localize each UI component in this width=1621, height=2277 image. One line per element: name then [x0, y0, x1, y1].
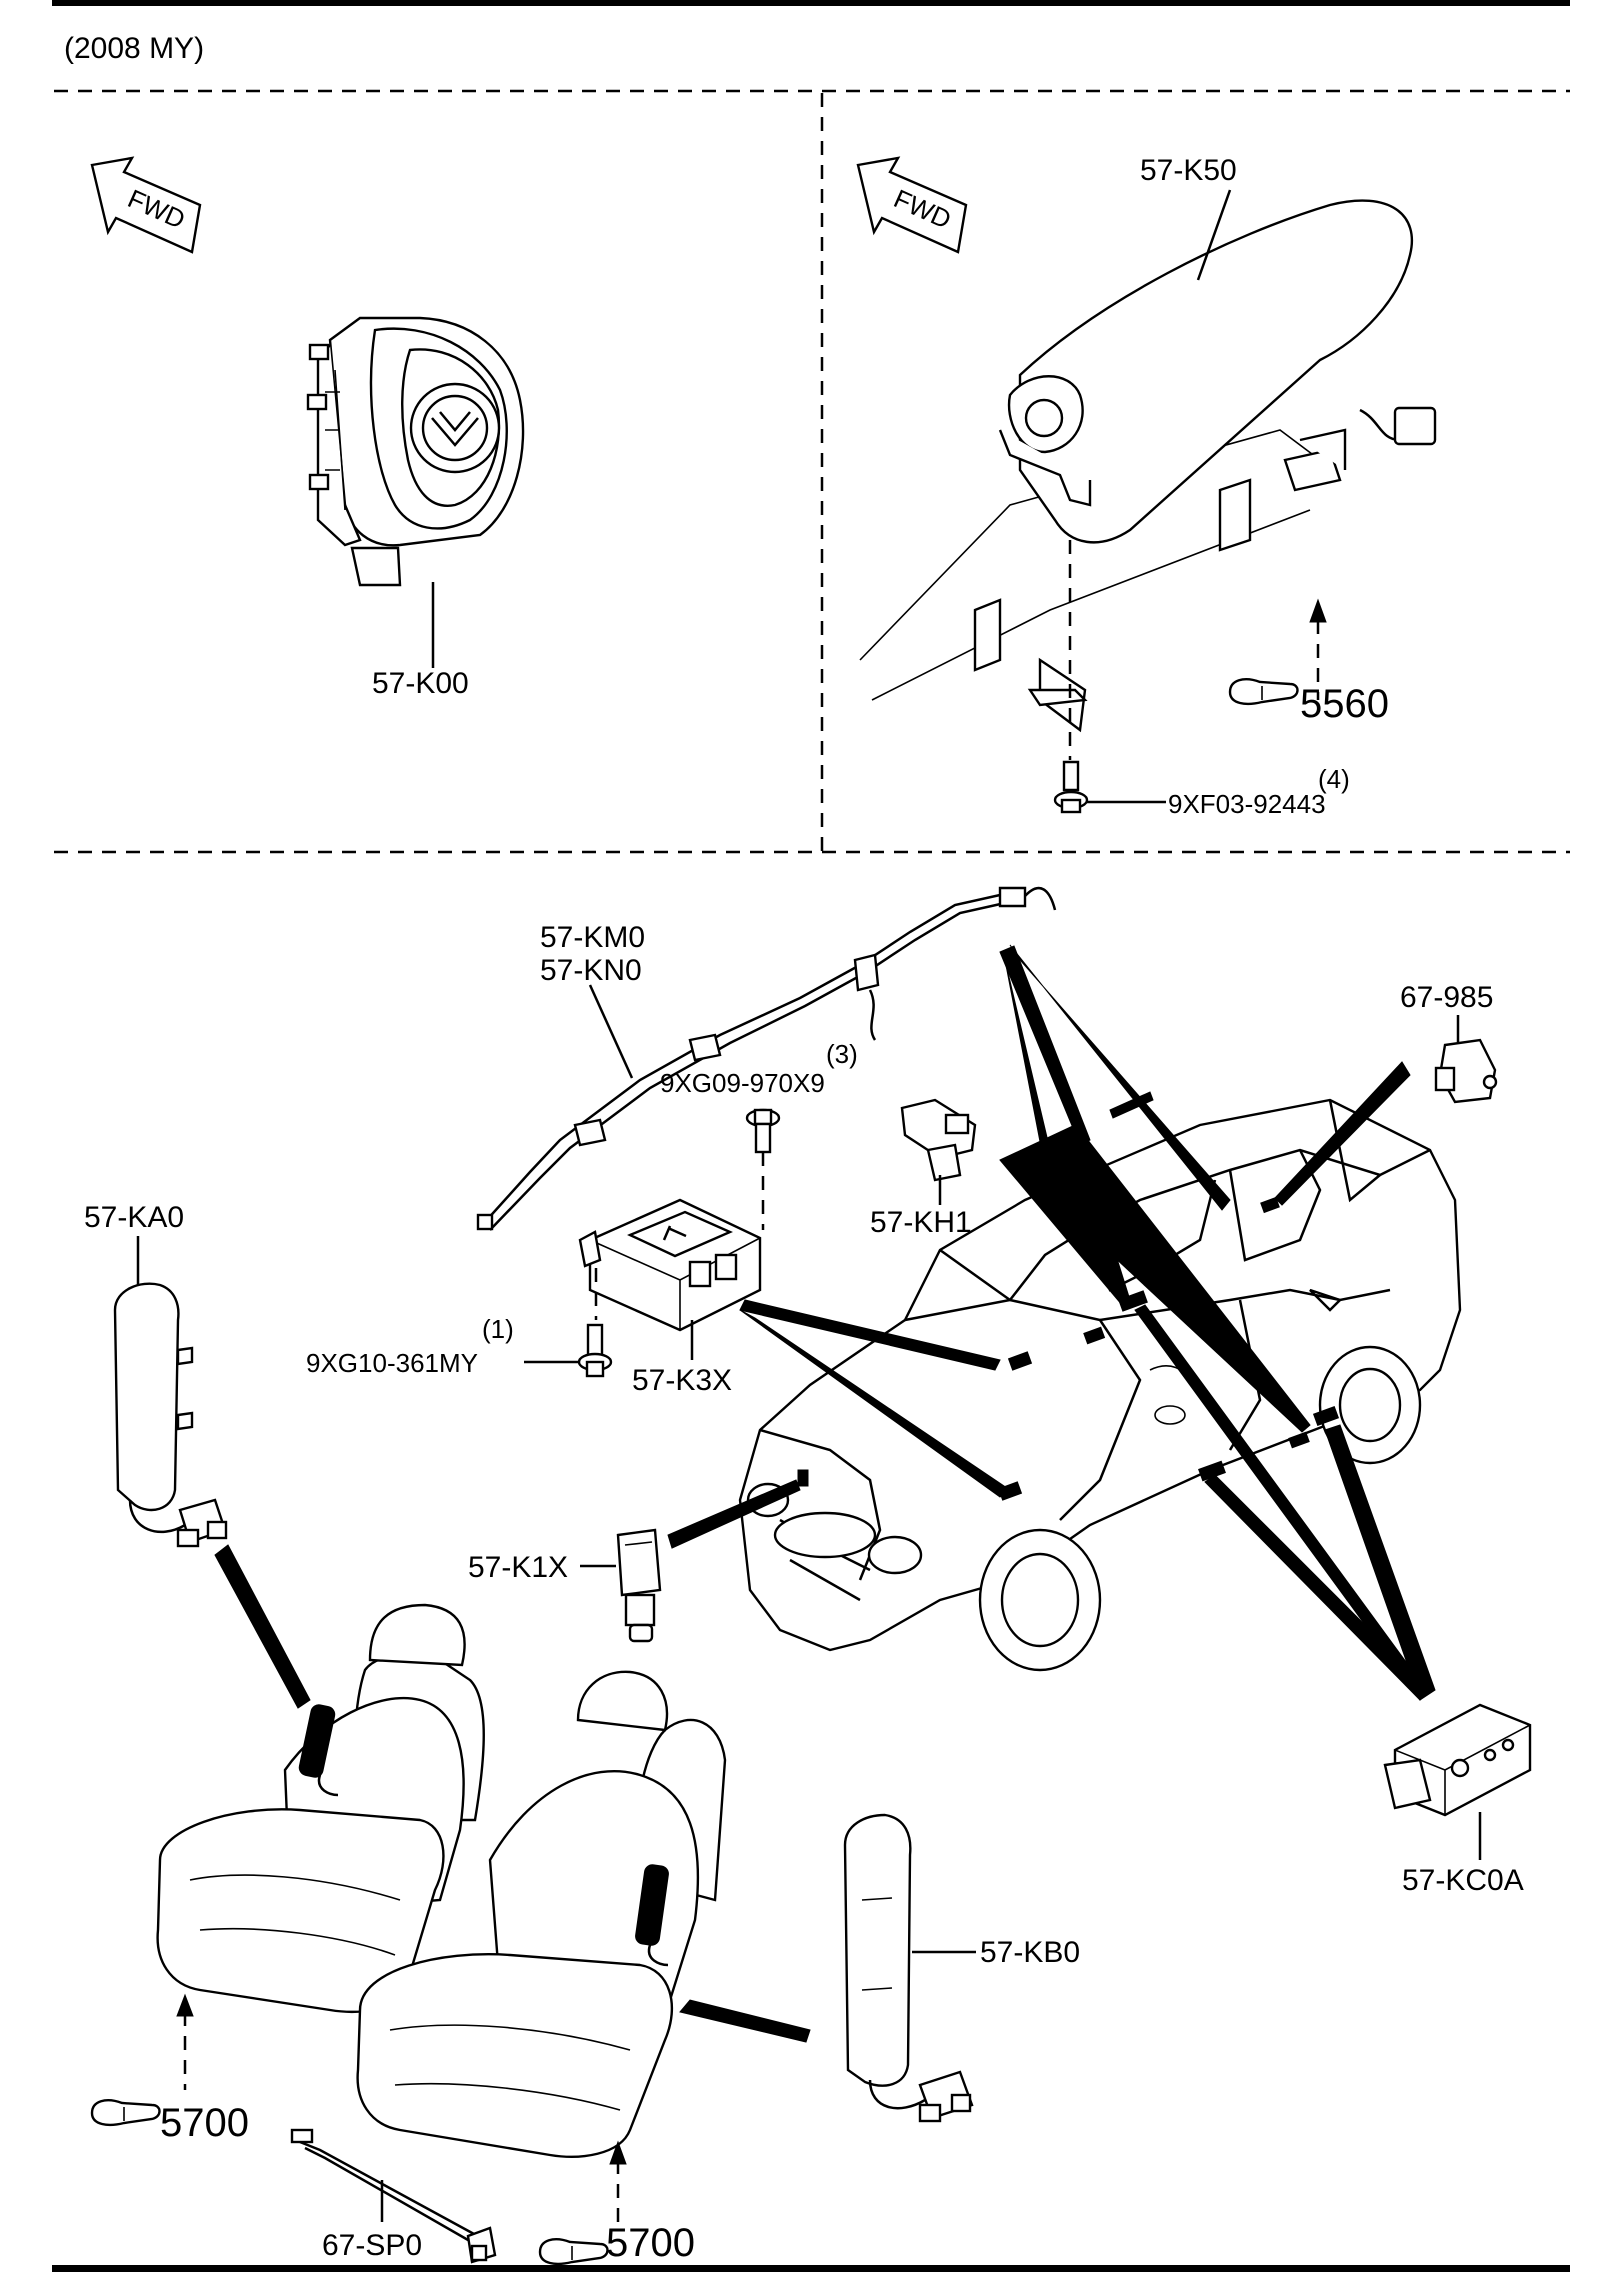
curtain-airbag: [476, 886, 1057, 1231]
bolt-icon-2: [745, 1108, 781, 1154]
bolt-qty-9XG10: (1): [482, 1314, 514, 1344]
pointing-hand-icon: [1228, 678, 1299, 706]
bottom-rule: [52, 2265, 1570, 2272]
pointing-hand-icon-3: [538, 2238, 609, 2266]
fwd-arrow-icon: FWD: [90, 156, 202, 254]
fwd-arrow-icon-2: FWD: [856, 156, 968, 254]
seat-harness: [290, 2128, 497, 2264]
leader-57-K50: [1196, 189, 1232, 281]
impact-sensor-985: [1434, 1038, 1498, 1104]
ref-arrowhead-5700-left: [176, 1993, 194, 2017]
bolt-icon-3: [577, 1323, 613, 1378]
part-label-9XG09-970X9[interactable]: 9XG09-970X9: [660, 1068, 825, 1098]
front-impact-sensor: [616, 1528, 662, 1643]
leader-57-KN0: [588, 984, 634, 1079]
ref-page-5560[interactable]: 5560: [1300, 682, 1389, 726]
part-label-67-SP0[interactable]: 67-SP0: [322, 2229, 422, 2262]
part-label-57-KA0[interactable]: 57-KA0: [84, 1201, 184, 1234]
part-label-67-985[interactable]: 67-985: [1400, 981, 1493, 1014]
bolt-qty-9XG09: (3): [826, 1039, 858, 1069]
passenger-airbag-module: [859, 199, 1437, 733]
model-year-label: (2008 MY): [64, 32, 204, 65]
ref-page-5700-left[interactable]: 5700: [160, 2101, 249, 2145]
part-label-57-K3X[interactable]: 57-K3X: [632, 1364, 732, 1397]
seat-airbag-left: [113, 1282, 228, 1548]
top-rule: [52, 0, 1570, 6]
bolt-icon: [1053, 760, 1089, 814]
part-label-57-KM0[interactable]: 57-KM0: [540, 921, 645, 954]
part-label-57-K00[interactable]: 57-K00: [372, 667, 469, 700]
part-label-57-KC0A[interactable]: 57-KC0A: [1402, 1864, 1524, 1897]
bolt-qty-9XF03: (4): [1318, 764, 1350, 794]
part-label-57-K50[interactable]: 57-K50: [1140, 154, 1237, 187]
front-seats: [156, 1603, 727, 2158]
steering-wheel-airbag: [306, 316, 525, 587]
part-label-57-K1X[interactable]: 57-K1X: [468, 1551, 568, 1584]
seat-airbag-right: [843, 1813, 974, 2123]
part-label-57-KN0[interactable]: 57-KN0: [540, 954, 642, 987]
ref-page-5700-right[interactable]: 5700: [606, 2221, 695, 2265]
side-impact-sensor-kh1: [900, 1098, 977, 1182]
side-sensor-kc0a: [1383, 1703, 1532, 1817]
part-label-57-KH1[interactable]: 57-KH1: [870, 1206, 972, 1239]
part-label-57-KB0[interactable]: 57-KB0: [980, 1936, 1080, 1969]
callout-wedges: [214, 944, 1436, 2043]
ref-arrowhead-5700-right: [609, 2140, 627, 2165]
ref-arrowhead-5560: [1309, 598, 1327, 623]
part-label-9XG10-361MY[interactable]: 9XG10-361MY: [306, 1348, 478, 1378]
airbag-control-module: [578, 1198, 762, 1332]
pointing-hand-icon-2: [90, 2099, 161, 2127]
vehicle-body: [738, 1098, 1462, 1672]
part-label-9XF03-92443[interactable]: 9XF03-92443: [1168, 789, 1326, 819]
